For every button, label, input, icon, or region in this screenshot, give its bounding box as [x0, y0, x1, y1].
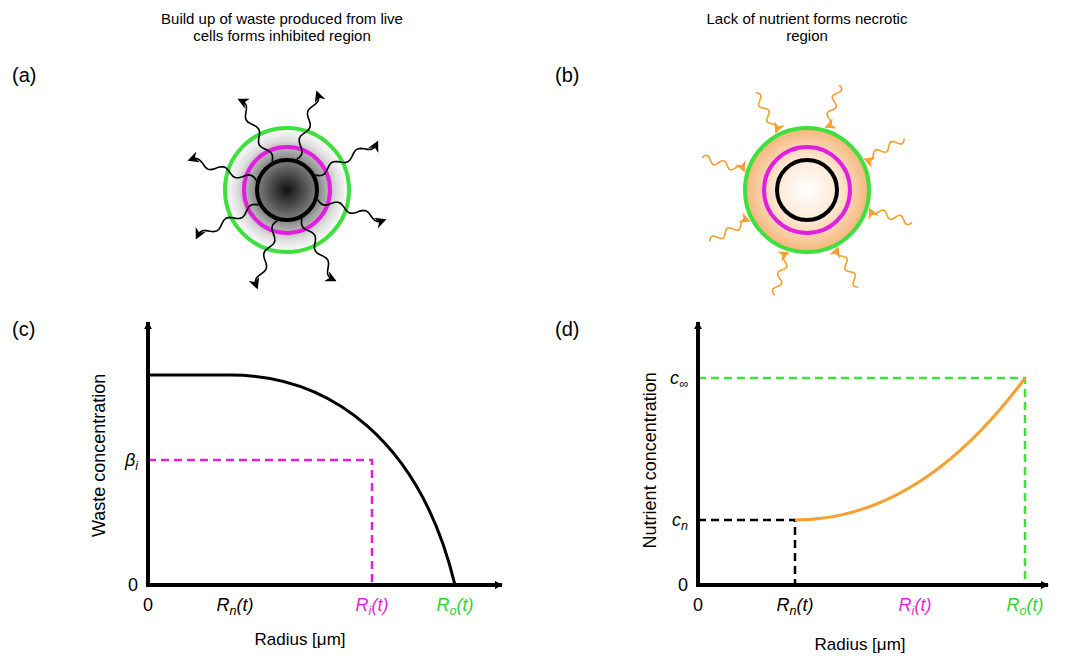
wavy-arrow [827, 85, 842, 127]
tick-label: Rn(t) [216, 595, 253, 616]
waste-spheroid [225, 128, 349, 252]
wavy-arrow [255, 221, 277, 288]
tick-label: βi [125, 450, 138, 471]
waste-plot [146, 322, 502, 586]
wavy-arrow [837, 248, 859, 287]
wavy-arrow [197, 204, 259, 237]
axis-title: Radius [μm] [254, 630, 345, 650]
tick-label: 0 [143, 595, 153, 616]
wavy-arrow [297, 93, 319, 160]
panel-title: Build up of waste produced from live cel… [160, 10, 405, 45]
panel-letter: (a) [12, 64, 36, 87]
tick-label: Ri(t) [899, 595, 932, 616]
tick-label: cn [672, 510, 688, 531]
nutrient-plot [696, 322, 1048, 586]
wavy-arrow [870, 210, 912, 225]
panel-letter: (b) [555, 64, 579, 87]
wavy-arrow [865, 139, 904, 161]
tick-label: 0 [128, 575, 138, 596]
tick-label: c∞ [670, 368, 688, 389]
tick-label: Rn(t) [776, 595, 813, 616]
axis-title: Nutrient concentration [640, 372, 661, 548]
panel-title: Lack of nutrient forms necrotic region [685, 10, 930, 45]
panel-letter: (c) [12, 318, 35, 341]
tick-label: Ro(t) [1006, 595, 1043, 616]
tick-label: Ri(t) [356, 595, 389, 616]
wavy-arrow [710, 220, 749, 242]
axis-title: Waste concentration [90, 373, 111, 536]
tick-label: 0 [678, 575, 688, 596]
wavy-arrow [315, 142, 377, 175]
panel-letter: (d) [555, 318, 579, 341]
wavy-arrow [301, 218, 334, 280]
nutrient-spheroid [745, 128, 869, 252]
wavy-arrow [190, 158, 257, 180]
wavy-arrow [239, 100, 272, 162]
nutrient-arrows [702, 85, 912, 295]
axis-title: Radius [μm] [814, 635, 905, 655]
wavy-arrow [756, 93, 778, 132]
tick-label: Ro(t) [436, 595, 473, 616]
wavy-arrow [772, 253, 787, 295]
tick-label: 0 [693, 595, 703, 616]
wavy-arrow [318, 200, 385, 222]
wavy-arrow [702, 155, 744, 170]
waste-arrows [190, 93, 385, 288]
